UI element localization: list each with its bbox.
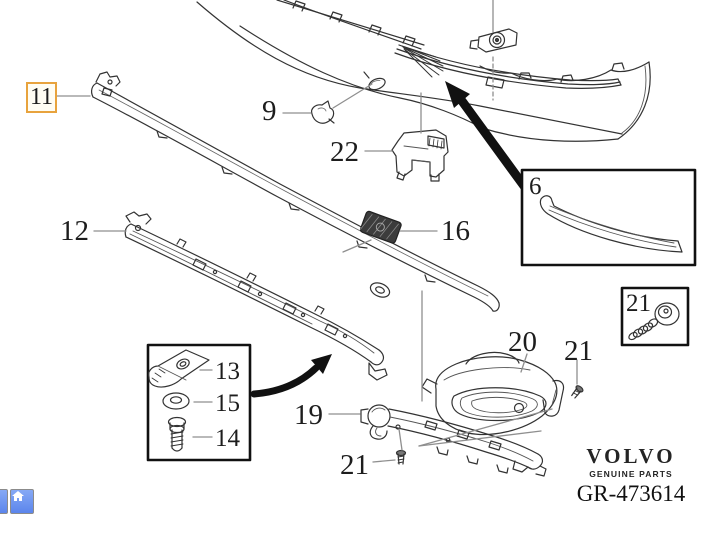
callout-19[interactable]: 19 bbox=[294, 399, 323, 431]
callout-22[interactable]: 22 bbox=[330, 136, 359, 168]
fog-lamp-bracket-part-19 bbox=[360, 404, 547, 477]
callout-14[interactable]: 14 bbox=[215, 425, 240, 452]
screw-part-14 bbox=[167, 416, 187, 452]
callout-6[interactable]: 6 bbox=[529, 173, 542, 200]
callout-11-label: 11 bbox=[29, 84, 54, 110]
screw-part-21 bbox=[628, 302, 680, 341]
bumper-cover-part bbox=[196, 1, 651, 142]
mesh-part-16 bbox=[359, 210, 402, 244]
bracket-part-22 bbox=[391, 129, 449, 182]
screw-part-21-bottom bbox=[395, 449, 407, 465]
trim-strip-part-6 bbox=[539, 195, 683, 253]
spoiler-part-11 bbox=[91, 71, 500, 312]
callout-9[interactable]: 9 bbox=[262, 95, 277, 127]
leader-lines bbox=[55, 0, 578, 463]
callout-12[interactable]: 12 bbox=[60, 215, 89, 247]
fog-lamp-part-20 bbox=[421, 351, 565, 436]
tow-hook-cap-part-9 bbox=[311, 100, 335, 124]
callout-21-fog[interactable]: 21 bbox=[564, 335, 593, 367]
pointer-arrow-hardware-to-rail bbox=[250, 354, 332, 398]
clip-fastener-part bbox=[469, 28, 518, 53]
rail-part-12 bbox=[124, 211, 388, 381]
clip-nut-part-13 bbox=[147, 349, 210, 388]
nav-button-home[interactable] bbox=[10, 489, 34, 514]
brand-block: VOLVO GENUINE PARTS bbox=[576, 446, 686, 479]
grille-trim-part bbox=[276, 0, 622, 89]
screw-part-21-right bbox=[571, 385, 584, 399]
nav-button-partial[interactable] bbox=[0, 489, 8, 514]
pointer-arrow-to-box6 bbox=[445, 81, 529, 191]
callout-16[interactable]: 16 bbox=[441, 215, 470, 247]
callout-21-box[interactable]: 21 bbox=[626, 290, 651, 317]
callout-21-bracket[interactable]: 21 bbox=[340, 449, 369, 481]
callout-20[interactable]: 20 bbox=[508, 326, 537, 358]
callout-15[interactable]: 15 bbox=[215, 390, 240, 417]
drawing-code: GR-473614 bbox=[576, 481, 686, 506]
brand-name: VOLVO bbox=[586, 444, 676, 468]
washer-part-15 bbox=[162, 392, 190, 410]
detail-box-21 bbox=[620, 286, 690, 347]
callout-11-highlighted[interactable]: 11 bbox=[26, 82, 57, 113]
home-icon bbox=[12, 491, 24, 501]
callout-13[interactable]: 13 bbox=[215, 358, 240, 385]
brand-tagline: GENUINE PARTS bbox=[589, 469, 673, 479]
detail-box-6 bbox=[520, 168, 697, 267]
